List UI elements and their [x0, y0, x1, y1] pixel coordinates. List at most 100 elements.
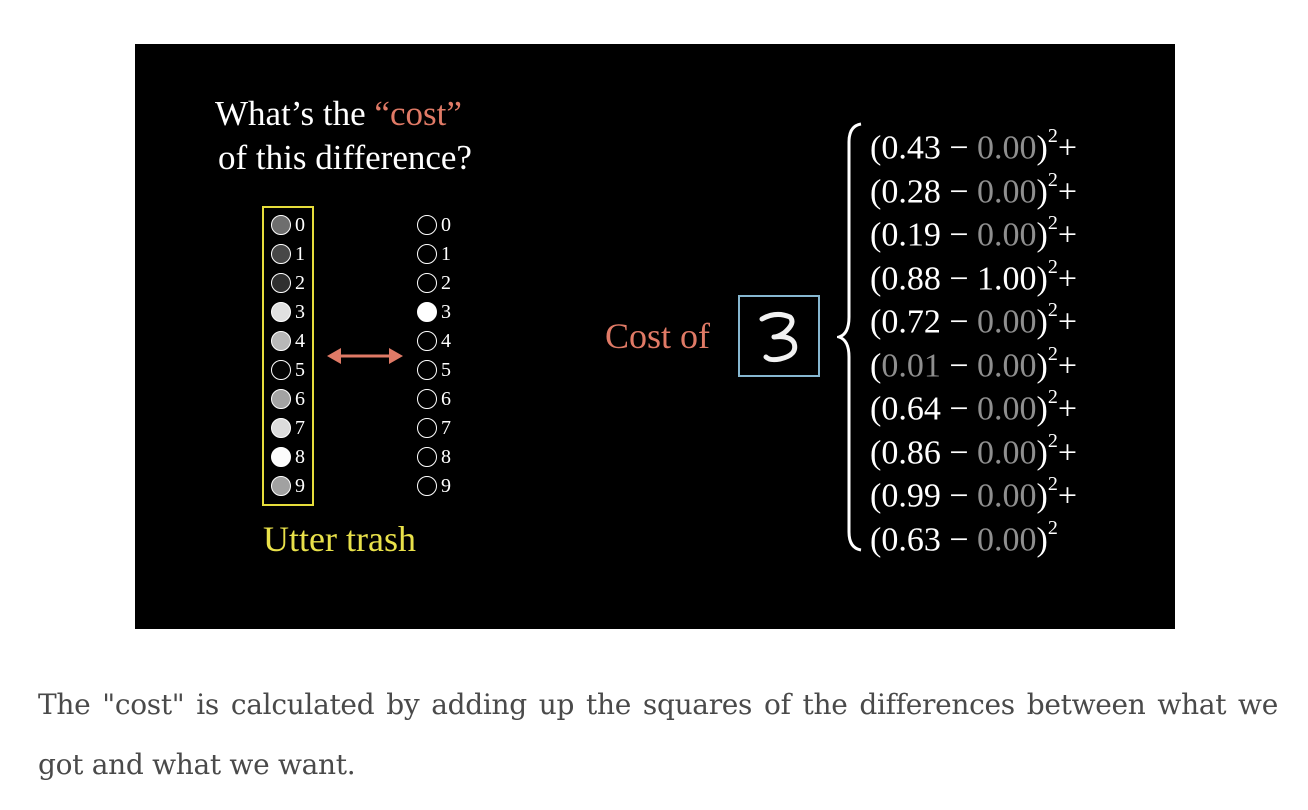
neuron-label: 7: [295, 417, 305, 439]
want-value: 1.00: [977, 259, 1037, 297]
neuron: [271, 273, 291, 293]
neuron-label: 1: [441, 243, 451, 265]
cost-term-row: (0.64 − 0.00)2+: [870, 380, 1077, 430]
plus-sign: +: [1057, 259, 1078, 297]
want-value: 0.00: [977, 346, 1037, 384]
plus-sign: +: [1057, 172, 1078, 210]
got-value: 0.63: [881, 520, 941, 558]
neuron-label: 3: [295, 301, 305, 323]
got-value: 0.43: [881, 129, 941, 167]
minus-sign: −: [940, 129, 978, 167]
minus-sign: −: [940, 172, 978, 210]
close-paren: ): [1036, 129, 1048, 167]
cost-figure: What’s the “cost” of this difference? 0 1…: [135, 44, 1175, 629]
exponent: 2: [1047, 386, 1058, 408]
neuron-label: 1: [295, 243, 305, 265]
want-value: 0.00: [977, 216, 1037, 254]
neuron: [417, 360, 437, 380]
output-layer-highlight-box: [262, 206, 314, 506]
close-paren: ): [1036, 433, 1048, 471]
exponent: 2: [1047, 473, 1058, 495]
want-value: 0.00: [977, 520, 1037, 558]
want-value: 0.00: [977, 303, 1037, 341]
open-paren: (: [870, 259, 882, 297]
minus-sign: −: [940, 520, 978, 558]
cost-term-row: (0.43 − 0.00)2+: [870, 119, 1077, 169]
close-paren: ): [1036, 520, 1048, 558]
plus-sign: +: [1057, 346, 1078, 384]
neuron: [271, 215, 291, 235]
open-paren: (: [870, 390, 882, 428]
neuron-label: 7: [441, 417, 451, 439]
plus-sign: +: [1057, 477, 1078, 515]
neuron-label: 2: [441, 272, 451, 294]
got-value: 0.72: [881, 303, 941, 341]
neuron-label: 4: [295, 330, 305, 352]
neuron: [417, 447, 437, 467]
open-paren: (: [870, 216, 882, 254]
neuron: [271, 331, 291, 351]
exponent: 2: [1047, 516, 1058, 539]
close-paren: ): [1036, 259, 1048, 297]
neuron-label: 3: [441, 301, 451, 323]
exponent: 2: [1047, 342, 1058, 365]
question-text: What’s the: [215, 94, 375, 133]
neuron: [417, 476, 437, 496]
minus-sign: −: [940, 346, 978, 384]
question-line-1: What’s the “cost”: [215, 92, 462, 136]
close-paren: ): [1036, 216, 1048, 254]
neuron: [417, 418, 437, 438]
plus-sign: +: [1057, 129, 1078, 167]
neuron: [271, 302, 291, 322]
minus-sign: −: [940, 303, 978, 341]
got-value: 0.64: [881, 390, 941, 428]
neuron-label: 8: [441, 446, 451, 468]
neuron: [271, 418, 291, 438]
want-value: 0.00: [977, 477, 1037, 515]
got-value: 0.88: [881, 259, 941, 297]
got-value: 0.01: [881, 346, 941, 384]
close-paren: ): [1036, 346, 1048, 384]
want-value: 0.00: [977, 433, 1037, 471]
double-arrow-icon: [327, 348, 403, 364]
exponent: 2: [1047, 168, 1058, 191]
open-paren: (: [870, 433, 882, 471]
got-value: 0.99: [881, 477, 941, 515]
open-paren: (: [870, 520, 882, 558]
plus-sign: +: [1057, 433, 1078, 471]
exponent: 2: [1047, 429, 1058, 452]
neuron: [417, 389, 437, 409]
neuron-label: 8: [295, 446, 305, 468]
neuron: [271, 389, 291, 409]
open-paren: (: [870, 172, 882, 210]
neuron: [271, 360, 291, 380]
neuron-label: 2: [295, 272, 305, 294]
neuron-label: 5: [441, 359, 451, 381]
got-value: 0.28: [881, 172, 941, 210]
plus-sign: +: [1057, 390, 1078, 428]
neuron-label: 0: [295, 214, 305, 236]
handwritten-digit-3-icon: [759, 311, 798, 363]
minus-sign: −: [940, 477, 978, 515]
cost-term-row: (0.28 − 0.00)2+: [870, 163, 1077, 213]
minus-sign: −: [940, 216, 978, 254]
verdict-label: Utter trash: [263, 519, 416, 559]
minus-sign: −: [940, 433, 978, 471]
close-paren: ): [1036, 303, 1048, 341]
cost-term-row: (0.88 − 1.00)2+: [870, 250, 1077, 300]
want-value: 0.00: [977, 390, 1037, 428]
neuron: [271, 244, 291, 264]
question-line-2: of this difference?: [218, 138, 472, 177]
plus-sign: +: [1057, 216, 1078, 254]
cost-term-row: (0.63 − 0.00)2: [870, 511, 1058, 561]
neuron: [417, 302, 437, 322]
cost-term-row: (0.72 − 0.00)2+: [870, 293, 1077, 343]
exponent: 2: [1047, 212, 1058, 234]
close-paren: ): [1036, 390, 1048, 428]
cost-term-row: (0.01 − 0.00)2+: [870, 337, 1077, 387]
cost-word: “cost”: [374, 94, 462, 133]
digit-image: [738, 295, 820, 377]
neuron: [271, 447, 291, 467]
want-value: 0.00: [977, 172, 1037, 210]
brace-icon: [837, 122, 862, 552]
